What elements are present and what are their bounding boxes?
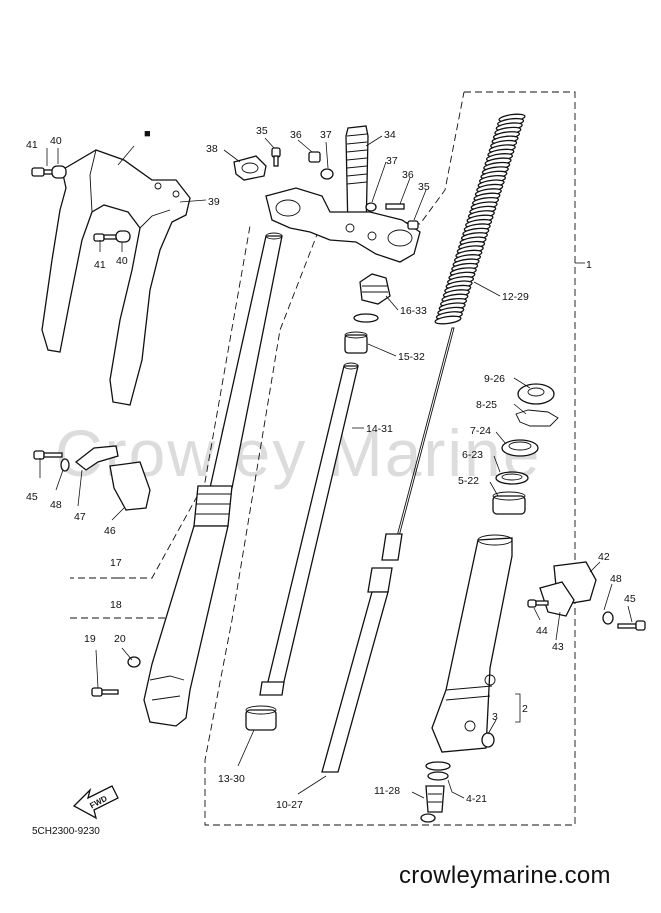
nut-36-upper [308,151,321,163]
callout-41-top: 41 [26,139,38,151]
diagram-code: 5CH2300-9230 [32,826,100,837]
leader-lines [39,135,633,799]
under-bracket [265,187,421,263]
bolt-11 [420,785,445,823]
assembly-outline-17 [70,225,251,579]
callout-35-right: 35 [418,181,430,193]
holder-46 [109,461,151,511]
callout-7-24: 7-24 [470,425,491,437]
callout-42: 42 [598,551,610,563]
callout-36-top: 36 [290,129,302,141]
callout-15-32: 15-32 [398,351,425,363]
callout-10-27: 10-27 [276,799,303,811]
bushing-5 [492,491,526,515]
callout-40-top: 40 [50,135,62,147]
callout-45-left: 45 [26,491,38,503]
washer-48-right [602,611,614,625]
callout-39: 39 [208,196,220,208]
left-fork-leg [143,232,283,727]
holder-43 [539,581,575,617]
cap-bolt [353,273,391,323]
callout-46: 46 [104,525,116,537]
callout-20: 20 [114,633,126,645]
oil-seal-7 [501,439,539,457]
bolt-45-left [33,450,63,460]
callout-17: 17 [110,557,122,569]
callout-41-bottom: 41 [94,259,106,271]
callout-labels: 1 2 3 4-21 5-22 6-23 7-24 8-25 9-26 10-2… [26,125,636,811]
collar-40-lower [115,230,131,243]
callout-44: 44 [536,625,548,637]
callout-13-30: 13-30 [218,773,245,785]
bushing-15 [344,331,368,354]
bolt-19 [91,687,119,697]
callout-4-21: 4-21 [466,793,487,805]
callout-3: 3 [492,711,498,723]
callout-48-right: 48 [610,573,622,585]
washer-37-right [365,202,377,212]
drain-screw-4 [425,761,451,781]
outer-tube-right [431,534,513,753]
wire-guide-47 [74,445,119,471]
callout-45-right: 45 [624,593,636,605]
washer-6 [495,471,529,485]
bolt-35-right [407,220,419,230]
clip-8 [515,409,559,427]
o-ring-20 [127,656,141,668]
damper-rod [321,327,455,773]
assembly-outline-1 [204,91,585,826]
bolt-41-lower [93,233,117,242]
callout-9-26: 9-26 [484,373,505,385]
callout-40-bottom: 40 [116,255,128,267]
callout-6-23: 6-23 [462,449,483,461]
bolt-41-upper [31,167,55,177]
callout-14-31: 14-31 [366,423,393,435]
fwd-arrow: FWD [72,785,119,820]
callout-47: 47 [74,511,86,523]
bolt-44 [527,599,549,608]
callout-11-28: 11-28 [374,785,400,797]
callout-34: 34 [384,129,396,141]
square-marker: ■ [144,128,151,140]
callout-43: 43 [552,641,564,653]
callout-12-29: 12-29 [502,291,529,303]
footer-url[interactable]: crowleymarine.com [399,862,611,889]
callout-37-right: 37 [386,155,398,167]
dust-seal-9 [517,383,555,405]
bolt-35-upper [271,147,281,167]
callout-19: 19 [84,633,96,645]
callout-16-33: 16-33 [400,305,427,317]
bushing-13 [245,705,277,731]
washer-37-upper [320,168,334,180]
inner-tube-14 [259,362,359,696]
callout-37-top: 37 [320,129,332,141]
callout-1: 1 [586,259,592,271]
callout-18: 18 [110,599,122,611]
callout-5-22: 5-22 [458,475,479,487]
bolt-45-right [617,620,646,631]
fork-spring [434,113,526,325]
handlebar-bracket [41,149,191,406]
callout-2: 2 [522,703,528,715]
washer-3 [481,732,495,748]
washer-48-left [60,458,70,472]
pinch-clamp-38 [233,155,267,181]
callout-36-right: 36 [402,169,414,181]
bolt-36-right [385,203,405,210]
collar-40-upper [51,165,67,179]
spring-coil [434,315,462,325]
callout-8-25: 8-25 [476,399,497,411]
callout-35-top: 35 [256,125,268,137]
callout-38: 38 [206,143,218,155]
callout-48-left: 48 [50,499,62,511]
